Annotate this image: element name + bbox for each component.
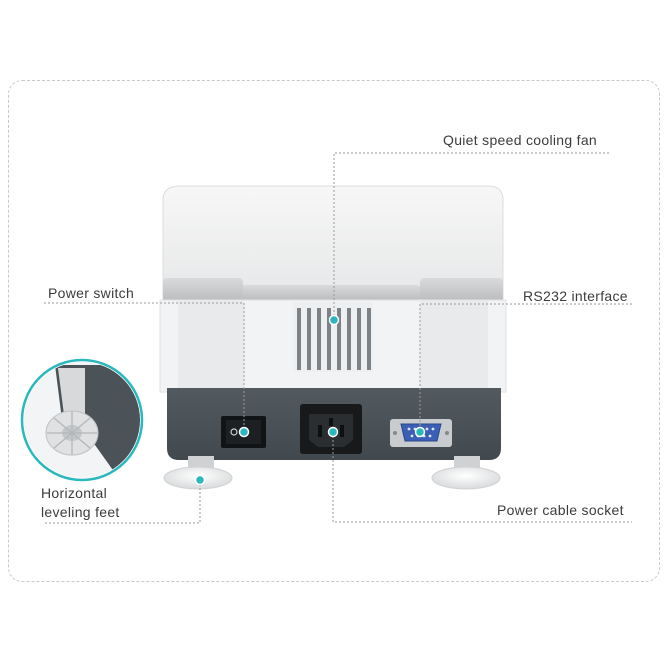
label-power-socket: Power cable socket	[497, 502, 624, 518]
label-cooling-fan: Quiet speed cooling fan	[443, 132, 598, 148]
marker-socket	[327, 426, 339, 438]
leader-lines	[44, 152, 632, 524]
label-leveling-feet-line1: Horizontal	[41, 485, 108, 501]
hinge-bar	[163, 278, 503, 302]
label-rs232: RS232 interface	[523, 288, 628, 304]
marker-rs232	[414, 426, 426, 438]
label-leveling-feet: Horizontal leveling feet	[41, 484, 161, 522]
device-lid	[162, 185, 504, 301]
leveling-foot-right	[431, 456, 501, 490]
marker-fan	[328, 314, 340, 326]
label-leveling-feet-line2: leveling feet	[41, 504, 120, 520]
marker-switch	[238, 426, 250, 438]
dashed-frame	[8, 80, 660, 582]
fan-vent	[293, 302, 373, 372]
teal-dot-markers	[194, 314, 426, 486]
leveling-foot-zoom	[20, 358, 144, 482]
marker-feet	[194, 474, 206, 486]
label-power-switch: Power switch	[48, 285, 135, 301]
